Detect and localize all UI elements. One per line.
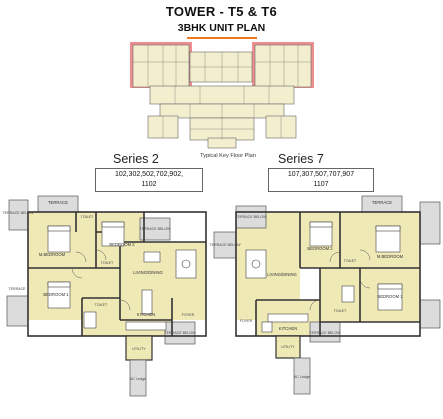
room-label: BEDROOM 2	[109, 242, 135, 247]
room-label: BEDROOM 1	[43, 292, 69, 297]
right-room-labels: TERRACE TERRACE BELOW BEDROOM 2 M.BEDROO…	[209, 200, 403, 379]
room-label: TERRACE BELOW	[2, 211, 34, 215]
right-series-label: Series 7	[278, 152, 324, 166]
left-series-label: Series 2	[113, 152, 159, 166]
left-unit-numbers: 102,302,502,702,902, 1102	[95, 168, 203, 192]
key-floor-plan	[130, 42, 314, 149]
room-label: TERRACE	[8, 287, 26, 291]
room-label: M.BEDROOM	[39, 252, 66, 257]
room-label: M.BEDROOM	[377, 254, 404, 259]
right-units-line-1: 107,307,507,707,907	[287, 171, 355, 178]
title-underline	[187, 37, 257, 39]
room-label: LIVING/DINING	[267, 272, 297, 277]
room-label: BEDROOM 2	[307, 246, 333, 251]
room-label: TOILET	[101, 261, 114, 265]
room-label: BEDROOM 1	[377, 294, 403, 299]
room-label: TERRACE BELOW	[139, 227, 171, 231]
room-label: TERRACE BELOW	[309, 331, 341, 335]
room-label: TERRACE BELOW	[209, 243, 241, 247]
left-unit-plan	[6, 195, 207, 397]
room-label: AC Ledge	[294, 375, 310, 379]
page-title: TOWER - T5 & T6	[165, 4, 278, 19]
room-label: UTILITY	[281, 345, 295, 349]
room-label: TOILET	[334, 309, 347, 313]
right-unit-numbers: 107,307,507,707,907 1107	[268, 168, 374, 192]
key-plan-caption: Typical Key Floor Plan	[200, 153, 256, 159]
room-label: TERRACE BELOW	[235, 215, 267, 219]
room-label: KITCHEN	[279, 326, 297, 331]
right-unit-plan	[213, 195, 441, 395]
left-room-labels: TERRACE TOILET TERRACE BELOW M.BEDROOM B…	[2, 200, 196, 381]
page-subtitle: 3BHK UNIT PLAN	[177, 22, 266, 34]
room-label: FOYER	[182, 313, 195, 317]
room-label: TOILET	[81, 215, 94, 219]
room-label: KITCHEN	[137, 312, 155, 317]
room-label: FOYER	[240, 319, 253, 323]
room-label: UTILITY	[132, 347, 146, 351]
room-label: TERRACE BELOW	[164, 331, 196, 335]
left-units-line-2: 1102	[141, 181, 157, 188]
right-units-line-2: 1107	[313, 181, 329, 188]
room-label: TERRACE	[48, 200, 68, 205]
room-label: TERRACE	[372, 200, 392, 205]
room-label: TOILET	[95, 303, 108, 307]
room-label: LIVING/DINING	[133, 270, 163, 275]
room-label: TOILET	[344, 259, 357, 263]
room-label: AC Ledge	[130, 377, 146, 381]
left-units-line-1: 102,302,502,702,902,	[114, 171, 184, 178]
